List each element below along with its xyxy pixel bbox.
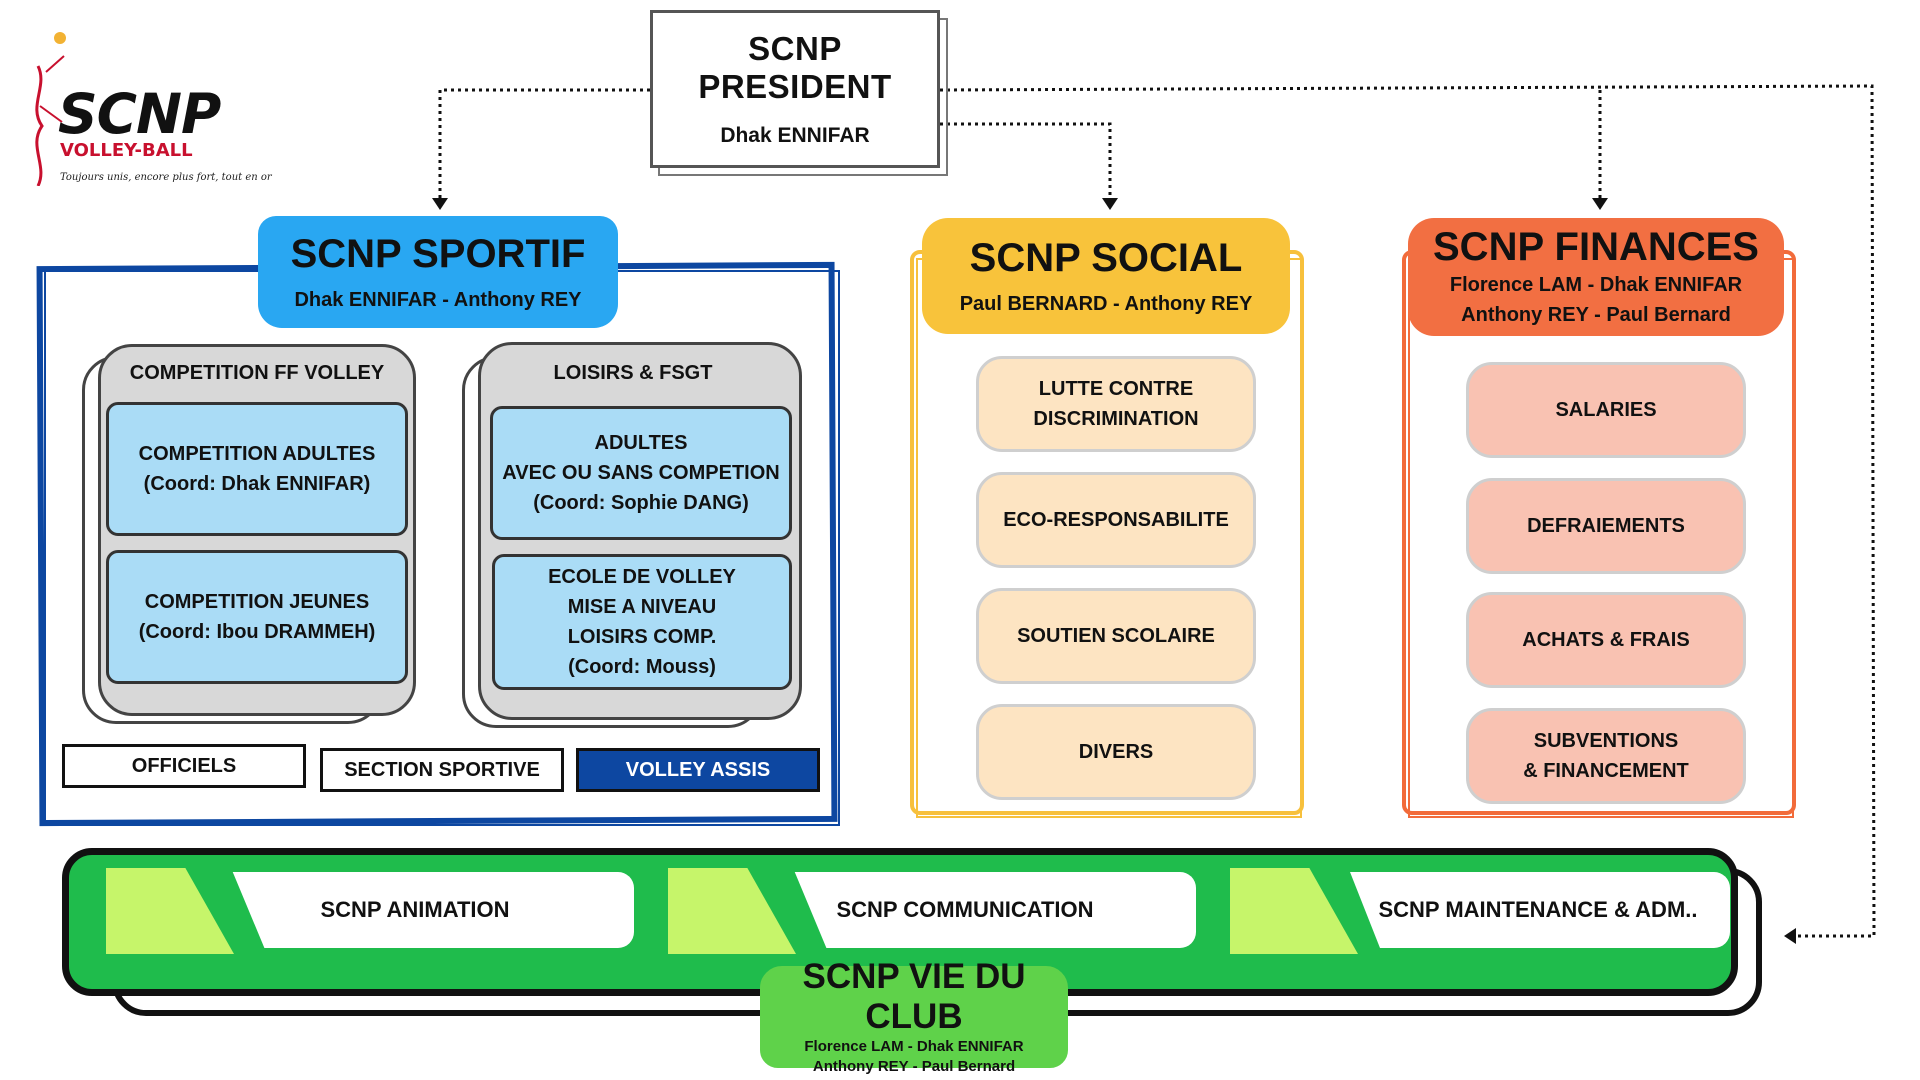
club-item-animation [232,872,634,948]
adultes-loisirs-line2: AVEC OU SANS COMPETION [502,462,780,484]
tag-section-sportive: SECTION SPORTIVE [320,748,564,792]
ecole-volley-line1: ECOLE DE VOLLEY [548,566,736,588]
competition-jeunes-line2: (Coord: Ibou DRAMMEH) [138,621,376,643]
competition-adultes-line1: COMPETITION ADULTES [138,443,376,465]
club-title: SCNP VIE DU CLUB [802,957,1026,1036]
social-item-soutien: SOUTIEN SCOLAIRE [976,588,1256,684]
social-item-discrimination-line1: LUTTE CONTRE [1038,378,1194,400]
finances-item-achats-label: ACHATS & FRAIS [1522,629,1690,651]
social-item-discrimination: LUTTE CONTRE DISCRIMINATION [976,356,1256,452]
finances-item-salaries-label: SALARIES [1555,399,1657,421]
competition-jeunes-box: COMPETITION JEUNES (Coord: Ibou DRAMMEH) [106,550,408,684]
ecole-volley-line4: (Coord: Mouss) [568,656,716,678]
finances-leads-line1: Florence LAM - Dhak ENNIFAR [1449,273,1743,296]
competition-adultes-line2: (Coord: Dhak ENNIFAR) [143,473,371,495]
social-item-soutien-label: SOUTIEN SCOLAIRE [1017,625,1215,647]
social-item-discrimination-line2: DISCRIMINATION [1033,408,1199,430]
president-box: SCNP PRESIDENT Dhak ENNIFAR [650,10,940,168]
tag-officiels: OFFICIELS [62,744,306,788]
finances-header: SCNP FINANCES Florence LAM - Dhak ENNIFA… [1408,218,1784,336]
competition-group-title: COMPETITION FF VOLLEY [129,361,385,384]
social-item-eco: ECO-RESPONSABILITE [976,472,1256,568]
adultes-loisirs-box: ADULTES AVEC OU SANS COMPETION (Coord: S… [490,406,792,540]
logo-tagline: Toujours unis, encore plus fort, tout en… [60,172,272,183]
finances-item-subventions-line1: SUBVENTIONS [1533,730,1679,752]
tag-volley-assis: VOLLEY ASSIS [576,748,820,792]
club-item-communication-label: SCNP COMMUNICATION [836,897,1094,922]
club-item-maintenance-label: SCNP MAINTENANCE & ADM.. [1378,897,1698,922]
finances-item-defraiements-label: DEFRAIEMENTS [1527,515,1685,537]
finances-item-defraiements: DEFRAIEMENTS [1466,478,1746,574]
finances-title: SCNP FINANCES [1433,224,1759,269]
club-item-maintenance [1350,872,1730,948]
finances-leads-line2: Anthony REY - Paul Bernard [1461,303,1731,326]
logo-wordmark: SCNP [58,82,221,146]
loisirs-group-title: LOISIRS & FSGT [553,361,713,384]
finances-item-subventions: SUBVENTIONS & FINANCEMENT [1466,708,1746,804]
competition-adultes-box: COMPETITION ADULTES (Coord: Dhak ENNIFAR… [106,402,408,536]
social-header: SCNP SOCIAL Paul BERNARD - Anthony REY [922,218,1290,334]
ecole-volley-box: ECOLE DE VOLLEY MISE A NIVEAU LOISIRS CO… [492,554,792,690]
president-title: SCNP PRESIDENT [698,30,892,105]
competition-jeunes-line1: COMPETITION JEUNES [144,591,370,613]
ecole-volley-line3: LOISIRS COMP. [567,626,717,648]
volleyball-player-icon [35,32,66,186]
finances-item-subventions-line2: & FINANCEMENT [1523,760,1689,782]
ecole-volley-line2: MISE A NIVEAU [567,596,717,618]
sportif-leads: Dhak ENNIFAR - Anthony REY [294,289,582,311]
club-item-animation-label: SCNP ANIMATION [320,897,510,922]
social-title: SCNP SOCIAL [969,236,1243,280]
social-leads: Paul BERNARD - Anthony REY [959,293,1253,315]
club-logo [18,26,218,196]
sportif-title: SCNP SPORTIF [290,232,586,276]
adultes-loisirs-line1: ADULTES [594,432,688,454]
club-leads-line1: Florence LAM - Dhak ENNIFAR [804,1038,1024,1055]
club-leads-line2: Anthony REY - Paul Bernard [812,1058,1016,1075]
finances-item-achats: ACHATS & FRAIS [1466,592,1746,688]
logo-subtitle: VOLLEY-BALL [60,140,193,161]
social-item-divers: DIVERS [976,704,1256,800]
sportif-header: SCNP SPORTIF Dhak ENNIFAR - Anthony REY [258,216,618,328]
club-item-communication [794,872,1196,948]
club-header: SCNP VIE DU CLUB Florence LAM - Dhak ENN… [760,957,1068,1075]
adultes-loisirs-line3: (Coord: Sophie DANG) [533,492,749,514]
social-item-divers-label: DIVERS [1078,741,1154,763]
president-name: Dhak ENNIFAR [720,124,870,147]
finances-item-salaries: SALARIES [1466,362,1746,458]
social-item-eco-label: ECO-RESPONSABILITE [1003,509,1229,531]
